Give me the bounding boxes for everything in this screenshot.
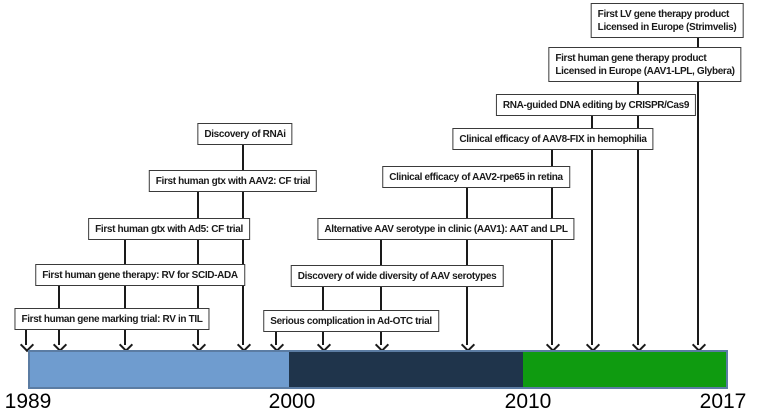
event-box-aav8-fix-hemophilia: Clinical efficacy of AAV8-FIX in hemophi… [452, 128, 654, 150]
event-connector-line-ad5-cf-trial [124, 239, 126, 345]
event-connector-line-crispr-cas9 [591, 115, 593, 345]
event-box-crispr-cas9: RNA-guided DNA editing by CRISPR/Cas9 [495, 94, 697, 116]
event-connector-line-gene-marking-til [25, 329, 27, 345]
event-box-aav1-clinic: Alternative AAV serotype in clinic (AAV1… [317, 218, 575, 240]
event-box-ad-otc-complication: Serious complication in Ad-OTC trial [263, 310, 439, 332]
event-box-aav2-rpe65-retina: Clinical efficacy of AAV2-rpe65 in retin… [382, 166, 570, 188]
event-box-strimvelis-licensed: First LV gene therapy product Licensed i… [590, 3, 744, 38]
segment-2000-2010 [288, 352, 524, 387]
event-connector-line-glybera-licensed [637, 81, 639, 345]
timeline-bar [28, 350, 728, 389]
event-connector-line-aav8-fix-hemophilia [551, 149, 553, 345]
year-label-2000: 2000 [268, 390, 316, 412]
event-connector-line-strimvelis-licensed [697, 37, 699, 345]
segment-1989-2000 [30, 352, 289, 387]
event-connector-line-rnai-discovery [242, 144, 244, 345]
event-connector-line-aav1-clinic [380, 239, 382, 345]
event-box-gene-marking-til: First human gene marking trial: RV in TI… [14, 308, 210, 330]
event-box-scid-ada: First human gene therapy: RV for SCID-AD… [35, 264, 245, 286]
year-label-2010: 2010 [504, 390, 552, 412]
year-label-2017: 2017 [699, 390, 747, 412]
event-connector-line-ad-otc-complication [275, 331, 277, 345]
event-box-ad5-cf-trial: First human gtx with Ad5: CF trial [88, 218, 250, 240]
segment-2010-2017 [523, 352, 726, 387]
event-box-glybera-licensed: First human gene therapy product License… [548, 47, 742, 82]
event-box-aav-diversity: Discovery of wide diversity of AAV serot… [290, 265, 504, 287]
event-box-rnai-discovery: Discovery of RNAi [197, 123, 293, 145]
year-label-1989: 1989 [4, 390, 52, 412]
event-box-aav2-cf-trial: First human gtx with AAV2: CF trial [148, 170, 318, 192]
